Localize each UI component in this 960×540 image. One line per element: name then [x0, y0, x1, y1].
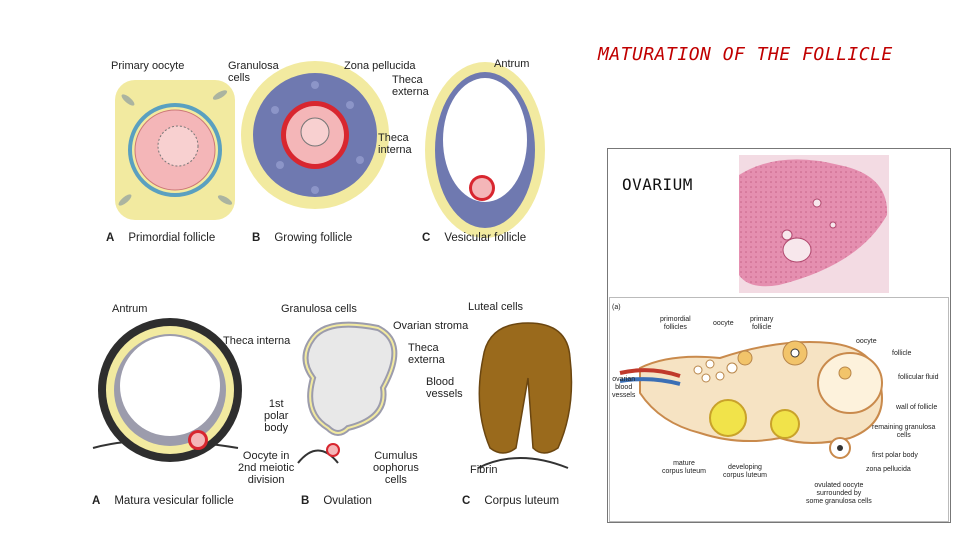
ovary-histology-image — [739, 155, 889, 293]
slide-title: MATURATION OF THE FOLLICLE — [598, 44, 893, 65]
growing-follicle-drawing — [241, 61, 389, 209]
corpus-luteum-drawing — [477, 322, 573, 469]
vesicular-follicle-drawing — [425, 62, 545, 238]
label-blood-vessels: Blood vessels — [426, 376, 463, 400]
ovary-schematic-drawing — [619, 340, 883, 459]
label-cumulus-oophorus: Cumulus oophorus cells — [373, 450, 419, 486]
label-oocyte-top: oocyte — [713, 320, 734, 327]
label-theca-interna-bottom: Theca interna — [223, 335, 291, 347]
label-oocyte-meiotic: Oocyte in 2nd meiotic division — [238, 450, 295, 486]
top-follicle-illustration — [115, 61, 545, 238]
label-antrum-bottom: Antrum — [112, 303, 148, 315]
label-panel-a: (a) — [612, 304, 621, 311]
label-ovarian-blood-vessels: ovarian blood vessels — [612, 376, 636, 399]
label-mature-corpus-luteum: mature corpus luteum — [662, 460, 706, 475]
label-granulosa-cells: Granulosa cells — [228, 60, 279, 84]
label-fibrin: Fibrin — [470, 464, 498, 476]
label-ovulated-oocyte: ovulated oocyte surrounded by some granu… — [806, 482, 872, 505]
label-theca-externa: Theca externa — [392, 74, 429, 98]
bottom-follicle-figure: Antrum Theca interna Granulosa cells Ova… — [88, 298, 578, 518]
label-zona-pellucida-diagram: zona pellucida — [866, 466, 911, 473]
ovarium-label: OVARIUM — [622, 175, 693, 194]
primordial-follicle-drawing — [115, 80, 235, 220]
ovulation-drawing — [297, 321, 398, 464]
ovary-schematic: (a) primordial follicles oocyte primary … — [609, 297, 949, 522]
label-primordial-follicles: primordial follicles — [660, 316, 691, 331]
label-wall-of-follicle: wall of follicle — [896, 404, 938, 411]
label-first-polar-body: 1st polar body — [264, 398, 289, 434]
label-oocyte-right: oocyte — [856, 338, 877, 345]
mature-follicle-drawing — [92, 318, 242, 462]
bottom-follicle-illustration — [92, 318, 573, 469]
label-first-polar-body-diagram: first polar body — [872, 452, 918, 459]
label-remaining-granulosa: remaining granulosa cells — [872, 424, 936, 439]
label-follicle: follicle — [892, 350, 912, 357]
label-ovarian-stroma: Ovarian stroma — [393, 320, 469, 332]
label-zona-pellucida: Zona pellucida — [344, 60, 416, 72]
label-primary-follicle: primary follicle — [750, 316, 774, 331]
label-theca-externa-bottom: Theca externa — [408, 342, 445, 366]
label-theca-interna: Theca interna — [378, 132, 412, 156]
top-follicle-figure: Primary oocyte Granulosa cells Zona pell… — [100, 50, 550, 255]
label-follicular-fluid: follicular fluid — [898, 374, 939, 381]
label-luteal-cells: Luteal cells — [468, 301, 524, 313]
label-granulosa-cells-bottom: Granulosa cells — [281, 303, 357, 315]
label-developing-corpus-luteum: developing corpus luteum — [723, 464, 767, 479]
label-antrum-top: Antrum — [494, 58, 530, 70]
label-primary-oocyte: Primary oocyte — [111, 60, 185, 72]
